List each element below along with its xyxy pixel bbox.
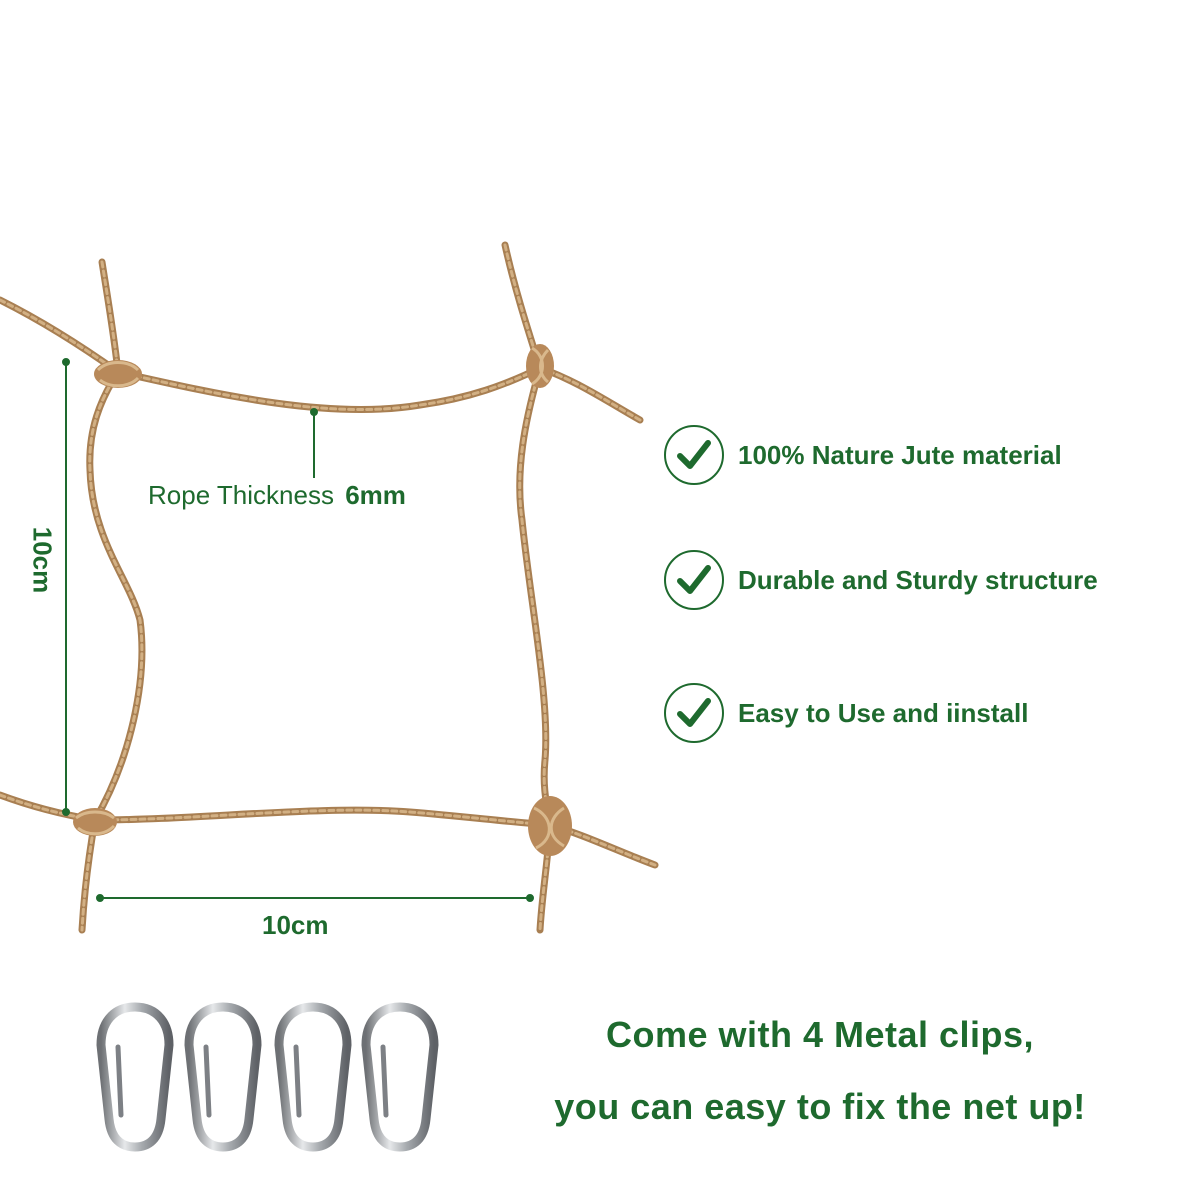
knot-top-right	[526, 344, 554, 388]
feature-text: Easy to Use and iinstall	[738, 697, 1029, 728]
feature-item-material: 100% Nature Jute material	[664, 425, 1062, 485]
knot-bottom-left	[73, 808, 117, 836]
carabiner-clip-icon	[96, 1002, 174, 1152]
dimension-lines	[62, 358, 534, 902]
check-circle-icon	[664, 425, 724, 485]
knot-top-left	[94, 360, 142, 388]
rope-thickness-value: 6mm	[345, 480, 406, 510]
rope-knots	[73, 344, 572, 856]
check-circle-icon	[664, 550, 724, 610]
rope-thickness-label: Rope Thickness 6mm	[148, 480, 406, 511]
promo-line-2: you can easy to fix the net up!	[554, 1086, 1086, 1127]
feature-text: 100% Nature Jute material	[738, 439, 1062, 470]
promo-line-1: Come with 4 Metal clips,	[605, 1014, 1035, 1055]
check-circle-icon	[664, 683, 724, 743]
height-dimension-label: 10cm	[27, 526, 58, 594]
metal-clips	[96, 1002, 439, 1152]
feature-item-durable: Durable and Sturdy structure	[664, 550, 1098, 610]
width-dimension-label: 10cm	[262, 910, 329, 940]
feature-item-easy: Easy to Use and iinstall	[664, 683, 1028, 743]
carabiner-clip-icon	[274, 1002, 352, 1152]
rope-thickness-text: Rope Thickness	[148, 480, 334, 510]
knot-bottom-right	[528, 796, 572, 856]
carabiner-clip-icon	[361, 1002, 439, 1152]
feature-text: Durable and Sturdy structure	[738, 564, 1098, 595]
carabiner-clip-icon	[184, 1002, 262, 1152]
